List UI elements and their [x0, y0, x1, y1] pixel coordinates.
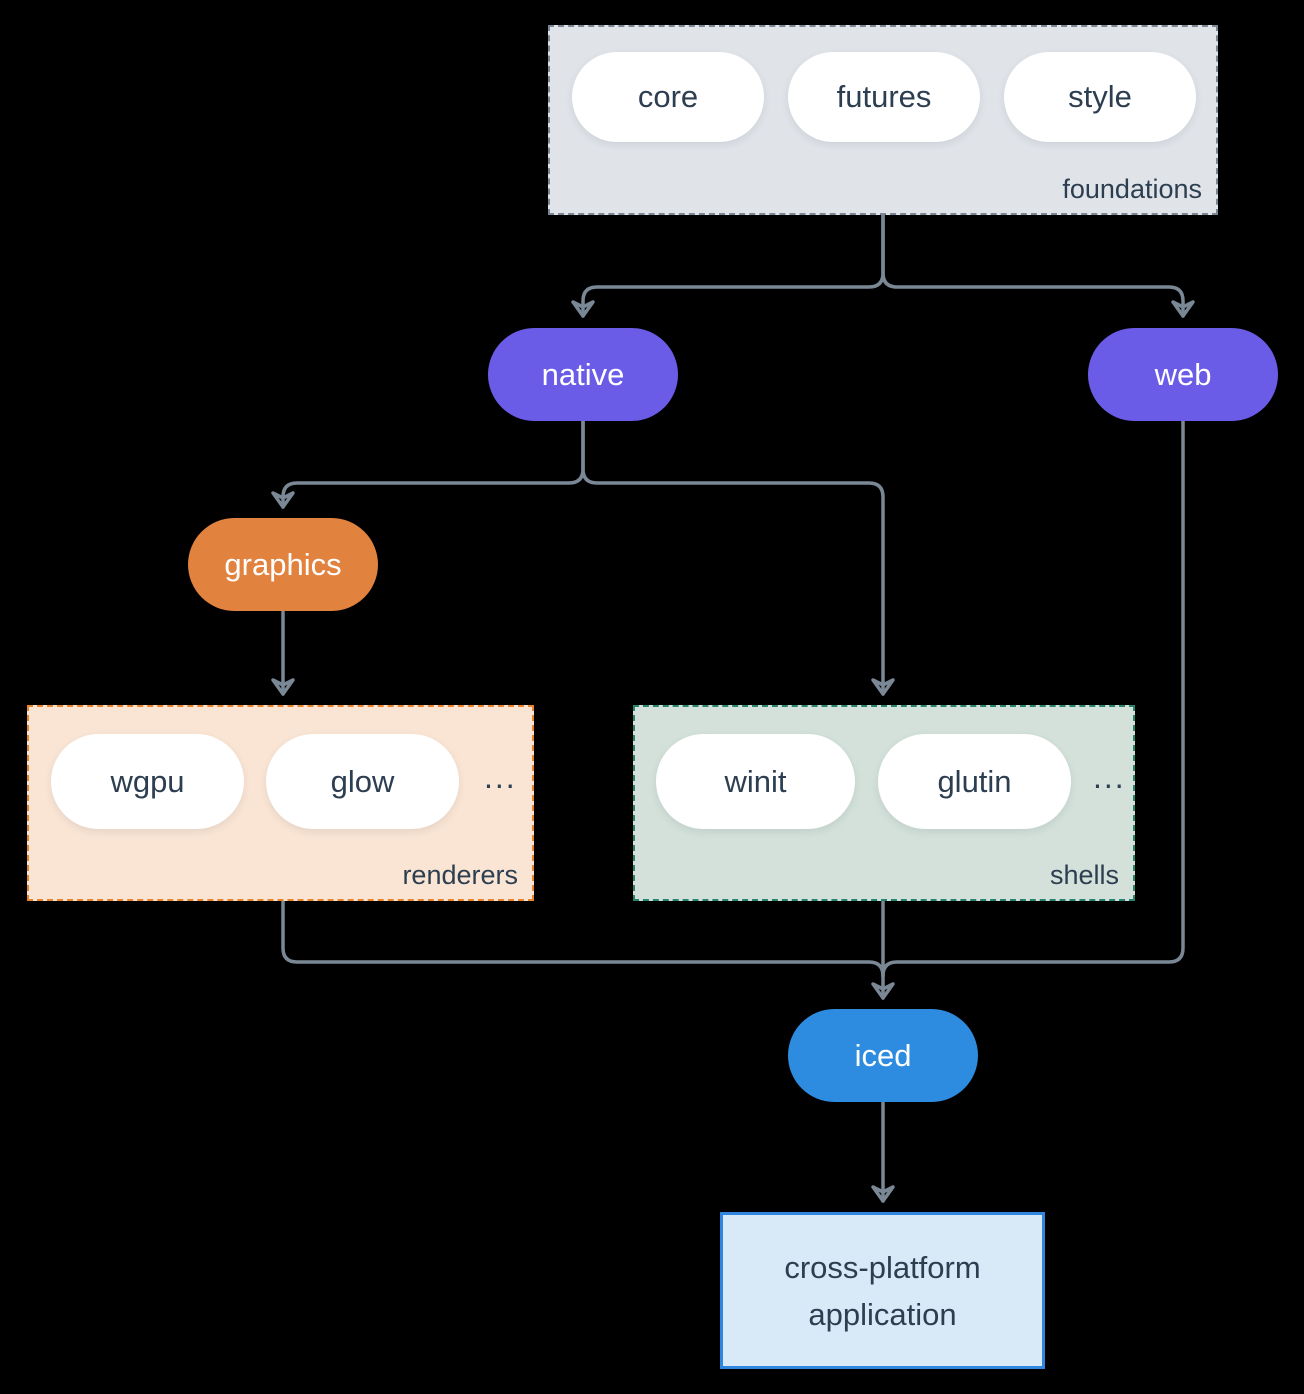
- node-core: core: [572, 52, 764, 142]
- application-label-line2: application: [808, 1296, 957, 1332]
- node-glutin-label: glutin: [937, 763, 1012, 799]
- node-winit: winit: [656, 734, 855, 829]
- node-native-label: native: [541, 356, 625, 392]
- node-native: native: [488, 328, 678, 421]
- node-glow: glow: [266, 734, 459, 829]
- node-graphics: graphics: [188, 518, 378, 611]
- node-iced-label: iced: [854, 1037, 912, 1073]
- renderers-ellipsis: ...: [484, 759, 517, 795]
- node-glow-label: glow: [330, 763, 395, 799]
- renderers-group-label: renderers: [402, 860, 518, 890]
- node-winit-label: winit: [724, 763, 787, 799]
- node-core-label: core: [637, 79, 699, 114]
- node-cross-platform-application: cross-platform application: [720, 1212, 1045, 1369]
- line-renderers-to-merge: [281, 899, 885, 978]
- node-web: web: [1088, 328, 1278, 421]
- foundations-group: core futures style foundations: [548, 25, 1218, 215]
- arrow-foundations-to-native: [571, 213, 885, 318]
- arrow-native-to-shells: [581, 419, 895, 696]
- node-wgpu-label: wgpu: [110, 763, 185, 799]
- renderers-group: wgpu glow ... renderers: [27, 705, 534, 901]
- node-web-label: web: [1154, 356, 1212, 392]
- node-iced: iced: [788, 1009, 978, 1102]
- shells-group: winit glutin ... shells: [633, 705, 1135, 901]
- arrow-foundations-to-web: [881, 213, 1195, 318]
- foundations-group-label: foundations: [1062, 174, 1202, 204]
- node-wgpu: wgpu: [51, 734, 244, 829]
- node-style: style: [1004, 52, 1196, 142]
- application-label-line1: cross-platform: [784, 1249, 981, 1285]
- shells-group-label: shells: [1049, 860, 1119, 890]
- node-style-label: style: [1068, 79, 1132, 114]
- shells-ellipsis: ...: [1093, 759, 1126, 795]
- node-glutin: glutin: [878, 734, 1071, 829]
- arrow-native-to-graphics: [271, 419, 585, 509]
- node-futures: futures: [788, 52, 980, 142]
- node-futures-label: futures: [836, 79, 932, 114]
- node-graphics-label: graphics: [224, 546, 342, 582]
